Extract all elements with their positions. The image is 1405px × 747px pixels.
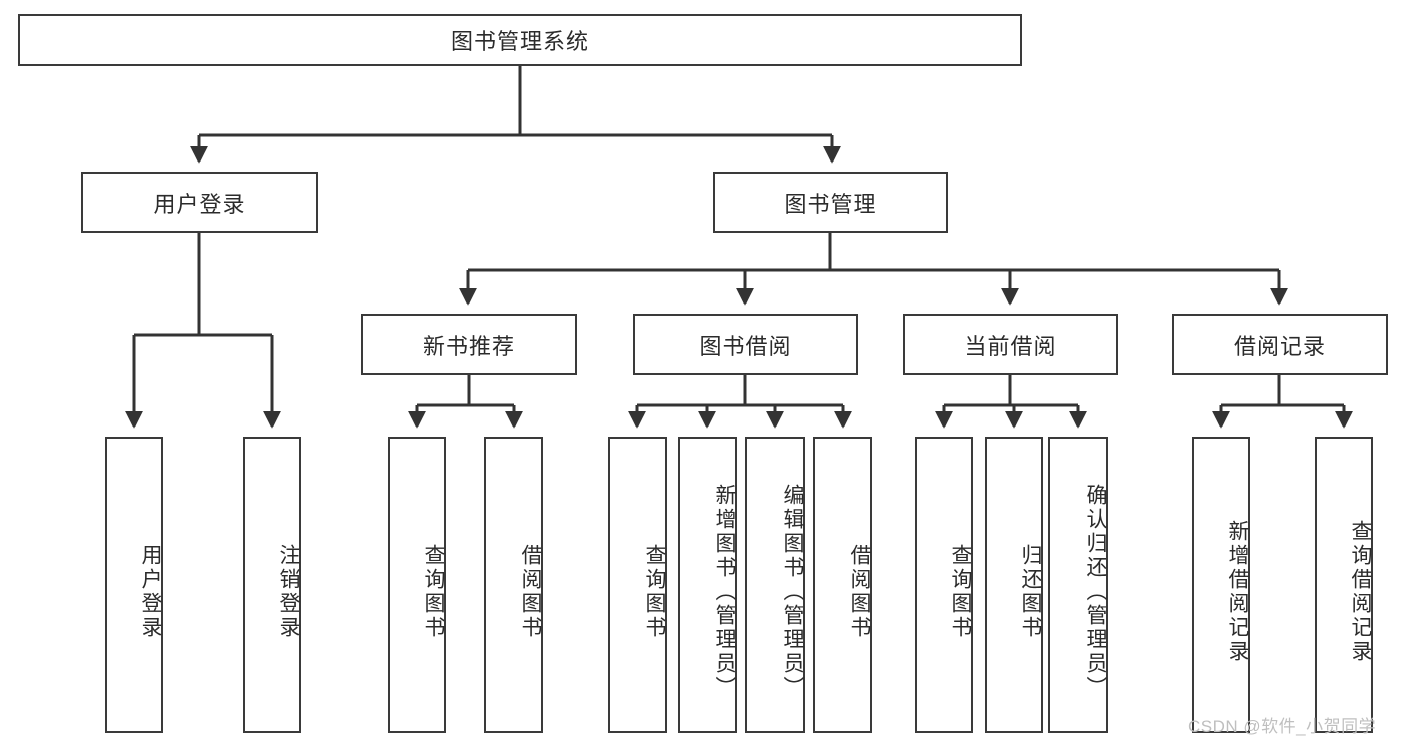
leaf-query-book-recommend[interactable]: 查询图书 [388,437,446,733]
node-current-borrow[interactable]: 当前借阅 [903,314,1118,375]
node-label: 归还图书 [1019,544,1042,640]
node-label: 图书借阅 [699,333,792,359]
node-label: 查询借阅记录 [1349,520,1372,664]
node-label: 借阅记录 [1233,333,1326,359]
node-label: 查询图书 [949,544,972,640]
node-label: 确认归还（管理员） [1084,484,1107,700]
leaf-user-login[interactable]: 用户登录 [105,437,163,733]
leaf-return-book[interactable]: 归还图书 [985,437,1043,733]
node-label: 借阅图书 [519,544,542,640]
node-label: 编辑图书（管理员） [781,484,804,700]
node-label: 新书推荐 [422,333,515,359]
node-label: 用户登录 [139,544,162,640]
node-book-management[interactable]: 图书管理 [713,172,948,233]
leaf-edit-book-admin[interactable]: 编辑图书（管理员） [745,437,805,733]
watermark: CSDN @软件_小贺同学 [1188,717,1377,736]
node-label: 借阅图书 [848,544,871,640]
leaf-confirm-return-admin[interactable]: 确认归还（管理员） [1048,437,1108,733]
leaf-query-book-current[interactable]: 查询图书 [915,437,973,733]
node-label: 用户登录 [153,191,246,217]
leaf-logout[interactable]: 注销登录 [243,437,301,733]
node-label: 图书管理系统 [450,29,589,54]
node-label: 注销登录 [277,544,300,640]
leaf-add-book-admin[interactable]: 新增图书（管理员） [678,437,737,733]
node-label: 查询图书 [643,544,666,640]
leaf-borrow-book-recommend[interactable]: 借阅图书 [484,437,543,733]
node-label: 新增借阅记录 [1226,520,1249,664]
leaf-query-borrow-record[interactable]: 查询借阅记录 [1315,437,1373,733]
node-label: 图书管理 [784,191,877,217]
node-label: 当前借阅 [964,333,1057,359]
node-user-login[interactable]: 用户登录 [81,172,318,233]
node-root-system[interactable]: 图书管理系统 [18,14,1022,66]
node-label: 新增图书（管理员） [713,484,736,700]
node-borrow-records[interactable]: 借阅记录 [1172,314,1388,375]
node-book-borrow[interactable]: 图书借阅 [633,314,858,375]
leaf-add-borrow-record[interactable]: 新增借阅记录 [1192,437,1250,733]
leaf-borrow-book[interactable]: 借阅图书 [813,437,872,733]
node-label: 查询图书 [422,544,445,640]
leaf-query-book-borrow[interactable]: 查询图书 [608,437,667,733]
node-new-book-recommend[interactable]: 新书推荐 [361,314,577,375]
